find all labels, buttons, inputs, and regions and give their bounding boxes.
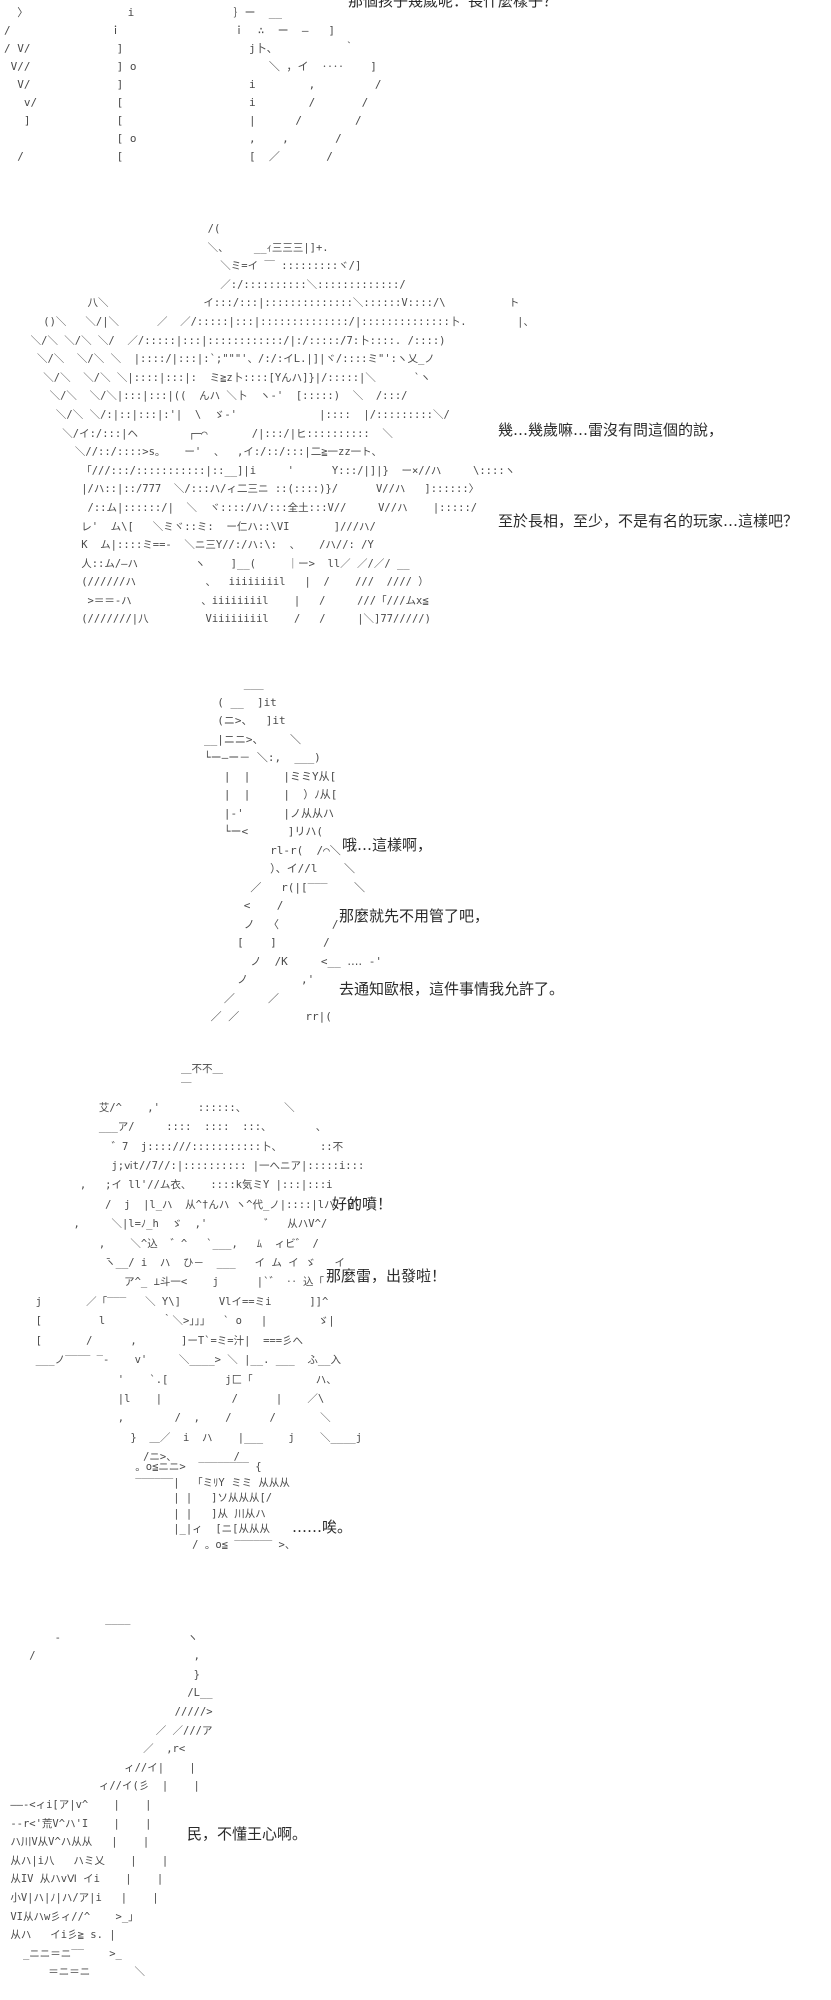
ascii-art-cheering-girl: ＿不不＿ ￣ 艾/^ ,' ::::::、 ＼ ___ア/ :::: :::: … xyxy=(35,1063,365,1464)
ascii-art-top: ， i ￣ ， 〉 i ｝ー __ / ｉ ｉ ∴ ー ― ] / V/ ] j… xyxy=(4,0,448,163)
dialogue-cheer-1: 好的噴！ xyxy=(332,1195,393,1213)
ascii-art-mecha-girl: /( ＼、 __ｨ三三三|]+. ＼ミ=イ ￣ :::::::::ヾ/] ／:/… xyxy=(30,223,535,626)
ascii-art-lying-figure: 。o≦ニニ> ‾‾‾‾‾‾‾‾ { ‾‾‾‾‾‾| 「ミﾘY ミミ 从从从 | … xyxy=(135,1461,296,1551)
dialogue-figure-3: 去通知歐根，這件事情我允許了。 xyxy=(339,980,565,998)
dialogue-figure-2: 那麼就先不用管了吧， xyxy=(339,907,490,925)
dialogue-top: 那個孩子幾歲呢：長什麼樣子？ xyxy=(348,0,559,10)
dialogue-lying-1: ……唉。 xyxy=(292,1518,353,1536)
ascii-art-pillar-figure: ____ ‐ ヽ / , } /L__ /////> ／ ／///ア xyxy=(10,1613,213,1979)
dialogue-mecha-2: 至於長相，至少，不是有名的玩家…這樣吧？ xyxy=(498,512,799,530)
dialogue-figure-1: 哦…這樣啊， xyxy=(342,836,433,854)
dialogue-pillar-1: 民，不懂王心啊。 xyxy=(187,1825,308,1843)
dialogue-mecha-1: 幾…幾歲嘛…雷沒有問這個的說， xyxy=(498,421,724,439)
dialogue-cheer-2: 那麼雷，出發啦！ xyxy=(326,1267,447,1285)
ascii-art-standing-figure: ___ ( __ ]it (ニ>、 ]it __|ニニ>、 ＼ └ー―ー－ ＼:… xyxy=(203,677,382,1023)
